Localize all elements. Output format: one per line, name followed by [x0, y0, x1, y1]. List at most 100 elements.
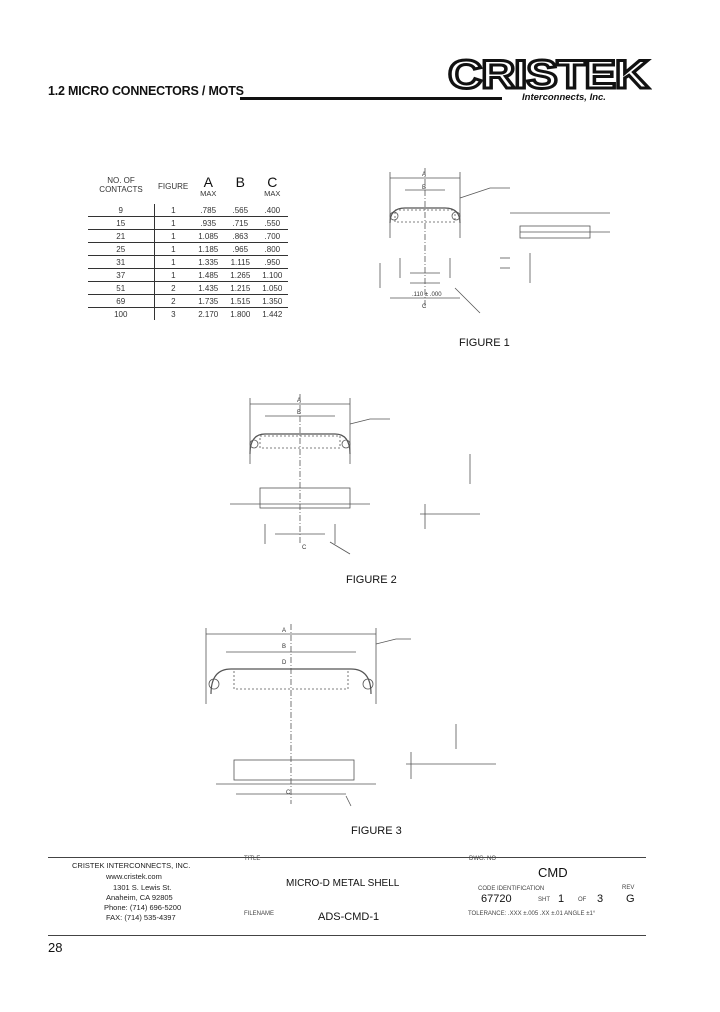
cell-figure: 1 — [154, 229, 193, 243]
fig3-dim-b: B — [282, 644, 286, 650]
header-b-letter: B — [235, 174, 245, 190]
of-label: OF — [578, 897, 587, 903]
company-phone: Phone: (714) 696-5200 — [104, 903, 182, 912]
cell-figure: 1 — [154, 204, 193, 217]
title-rule — [240, 97, 502, 100]
header-a-letter: A — [203, 174, 213, 190]
company-fax: FAX: (714) 535-4397 — [106, 913, 176, 922]
cell-c: .950 — [256, 255, 289, 269]
cell-c: 1.050 — [256, 281, 289, 295]
code-label: CODE IDENTIFICATION — [478, 886, 545, 892]
cell-contacts: 100 — [88, 307, 155, 320]
cell-contacts: 15 — [88, 216, 155, 230]
drawing-number: CMD — [538, 865, 568, 880]
cell-a: 2.170 — [198, 309, 219, 319]
cell-b: .715 — [224, 216, 257, 230]
figure-2-label: FIGURE 2 — [346, 574, 397, 586]
cell-figure: 1 — [154, 268, 193, 282]
cell-c: 1.100 — [256, 268, 289, 282]
cell-c: .800 — [256, 242, 289, 256]
header-figure: FIGURE — [158, 182, 189, 191]
figure-1-label: FIGURE 1 — [459, 337, 510, 349]
cell-b: 1.265 — [224, 268, 257, 282]
section-title: 1.2 MICRO CONNECTORS / MOTS — [48, 84, 244, 98]
cell-contacts: 21 — [88, 229, 155, 243]
fig3-dim-a: A — [282, 628, 286, 634]
company-name: CRISTEK INTERCONNECTS, INC. — [72, 861, 191, 870]
cell-a: 1.435 — [192, 281, 225, 295]
cell-b: 1.515 — [224, 294, 257, 308]
cell-a: 1.185 — [192, 242, 225, 256]
cell-a: 1.085 — [192, 229, 225, 243]
cell-c: .400 — [256, 204, 289, 217]
fig3-dim-d: D — [282, 660, 287, 666]
fig3-dim-c: C — [286, 790, 291, 796]
title-label: TITLE — [244, 856, 261, 862]
figure-3-label: FIGURE 3 — [351, 825, 402, 837]
fig2-dim-a: A — [297, 398, 301, 404]
filename-label: FILENAME — [244, 911, 275, 917]
header-c-sub: MAX — [264, 189, 281, 198]
drawing-title: MICRO-D METAL SHELL — [286, 878, 400, 889]
cell-a: .785 — [192, 204, 225, 217]
tolerance: TOLERANCE: .XXX ±.005 .XX ±.01 ANGLE ±1° — [468, 911, 596, 917]
fig2-dim-c: C — [302, 545, 307, 551]
dwg-label: DWG. NO — [469, 856, 496, 862]
header-b: B — [224, 174, 256, 204]
cell-figure: 2 — [154, 281, 193, 295]
cell-c: .550 — [256, 216, 289, 230]
cell-contacts: 25 — [88, 242, 155, 256]
cell-a: 1.735 — [192, 294, 225, 308]
cell-b: .863 — [224, 229, 257, 243]
cell-contacts: 37 — [88, 268, 155, 282]
title-block-top-rule — [48, 857, 646, 858]
cell-b: .965 — [224, 242, 257, 256]
filename: ADS-CMD-1 — [318, 911, 380, 923]
header-a-sub: MAX — [200, 189, 217, 198]
company-address: 1301 S. Lewis St. — [113, 883, 172, 892]
table-row: 100 3 2.170 1.800 1.442 — [88, 307, 288, 320]
cell-a: 1.335 — [192, 255, 225, 269]
cell-b: 1.115 — [224, 255, 257, 269]
cell-b: .565 — [224, 204, 257, 217]
company-website: www.cristek.com — [106, 872, 162, 881]
figure-2-drawing: A B C — [230, 394, 480, 555]
cell-contacts: 9 — [88, 204, 155, 217]
cell-a: 1.485 — [192, 268, 225, 282]
cell-b: 1.800 — [230, 309, 251, 319]
sheet-label: SHT — [538, 897, 550, 903]
code-id: 67720 — [481, 893, 512, 905]
header-c-letter: C — [267, 174, 278, 190]
cell-figure: 1 — [154, 255, 193, 269]
fig1-note: .110 ± .000 — [412, 292, 442, 298]
sheet-total: 3 — [597, 893, 604, 905]
company-city: Anaheim, CA 92805 — [106, 893, 173, 902]
cristek-logo: CRISTEK — [447, 54, 652, 99]
cell-b: 1.215 — [224, 281, 257, 295]
cell-contacts: 31 — [88, 255, 155, 269]
logo-subtitle: Interconnects, Inc. — [522, 92, 606, 103]
cell-c: 1.442 — [262, 309, 283, 319]
cell-c: 1.350 — [256, 294, 289, 308]
sheet-number: 1 — [558, 893, 565, 905]
svg-text:CRISTEK: CRISTEK — [448, 54, 649, 97]
cell-contacts: 69 — [88, 294, 155, 308]
revision: G — [626, 893, 635, 905]
figure-3-drawing: A B C D — [205, 624, 496, 807]
cell-c: .700 — [256, 229, 289, 243]
title-block-bottom-rule — [48, 935, 646, 936]
fig1-dim-a: A — [422, 172, 426, 178]
figure-1-drawing: A B C .110 ± .000 — [379, 168, 610, 314]
cell-figure: 2 — [154, 294, 193, 308]
cell-figure: 3 — [171, 309, 176, 319]
